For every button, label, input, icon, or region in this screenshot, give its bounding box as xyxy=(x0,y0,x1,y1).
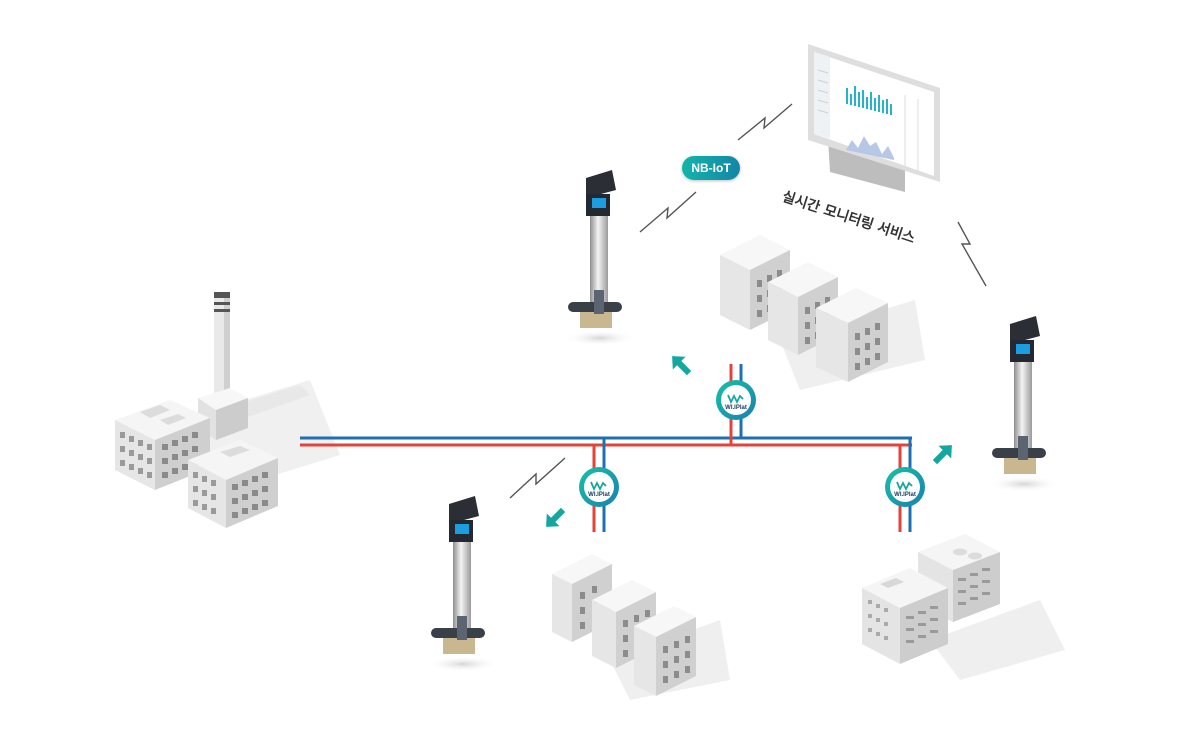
apartment-building xyxy=(816,288,888,382)
heat-meter-label: WI.IPlat xyxy=(588,492,610,498)
heat-meter-label: WI.IPlat xyxy=(725,405,747,411)
smart-meter-top xyxy=(564,170,636,346)
heat-meter-top: WI.IPlat xyxy=(716,380,756,420)
office-complex xyxy=(862,534,1065,680)
nb-iot-badge: NB-IoT xyxy=(682,156,740,180)
arrow-up-right-icon xyxy=(932,445,952,465)
arrow-down-left-icon xyxy=(546,507,566,527)
monitoring-monitor xyxy=(808,44,940,192)
signal-bolt-icon xyxy=(737,103,793,141)
apartment-complex-top xyxy=(720,235,925,390)
heat-meter-right: WI.IPlat xyxy=(885,467,925,507)
apartment-building xyxy=(634,606,696,696)
pipe-network xyxy=(300,364,912,532)
signal-bolt-icon xyxy=(509,457,566,499)
heat-meter-label: WI.IPlat xyxy=(894,492,916,498)
smart-meter-right xyxy=(988,316,1060,492)
power-plant xyxy=(115,292,340,528)
arrow-up-left-icon xyxy=(672,356,692,376)
signal-bolt-icon xyxy=(957,221,987,287)
heat-meter-left: WI.IPlat xyxy=(579,467,619,507)
apartment-complex-bottom xyxy=(552,554,730,700)
smart-meter-left xyxy=(427,496,499,672)
office-building xyxy=(862,568,948,664)
signal-bolt-icon xyxy=(639,191,697,233)
wireless-signal-icons xyxy=(509,103,987,499)
